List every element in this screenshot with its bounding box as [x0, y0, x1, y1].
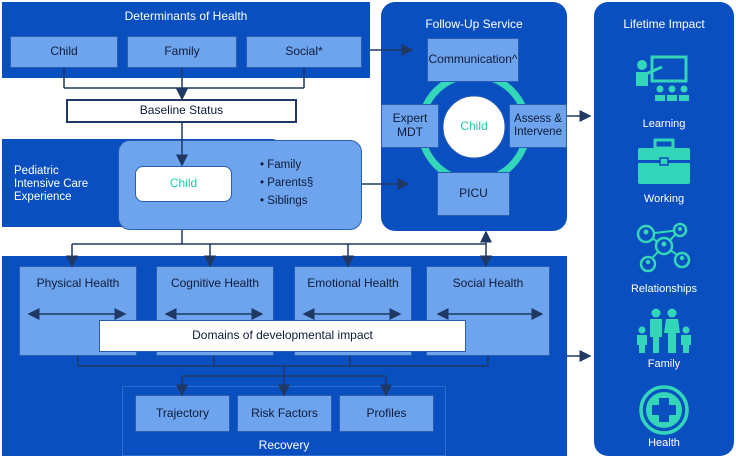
followup-communication: Communication^ — [427, 38, 519, 82]
lifetime-relationships-label: Relationships — [630, 283, 698, 295]
followup-picu: PICU — [437, 172, 510, 216]
bullet-siblings: • Siblings — [260, 195, 308, 207]
lifetime-family-label: Family — [647, 358, 681, 370]
followup-expert-mdt: Expert MDT — [381, 104, 439, 148]
recovery-trajectory: Trajectory — [135, 395, 230, 432]
picu-experience-title: Pediatric Intensive Care Experience — [14, 165, 89, 204]
recovery-risk-factors: Risk Factors — [237, 395, 332, 432]
determinant-social: Social* — [246, 36, 362, 68]
determinants-title: Determinants of Health — [124, 9, 248, 23]
determinant-family: Family — [127, 36, 237, 68]
lifetime-title: Lifetime Impact — [623, 17, 705, 31]
network-icon — [636, 222, 691, 273]
recovery-title: Recovery — [258, 438, 310, 452]
bullet-family: • Family — [260, 159, 302, 171]
lifetime-health-label: Health — [648, 437, 680, 449]
followup-title: Follow-Up Service — [425, 17, 523, 31]
health-cross-icon — [639, 385, 689, 435]
lifetime-working-label: Working — [643, 193, 685, 205]
family-icon — [637, 308, 691, 353]
followup-assess-intervene: Assess & Intervene — [509, 104, 567, 148]
domains-label-box: Domains of developmental impact — [99, 320, 466, 352]
bullet-parents: • Parents§ — [260, 177, 314, 189]
picu-child-box: Child — [135, 166, 232, 202]
briefcase-icon — [638, 138, 690, 184]
picu-bullet-list: • Family • Parents§ • Siblings — [260, 159, 313, 213]
teacher-icon — [636, 55, 689, 101]
baseline-status-box: Baseline Status — [66, 99, 297, 123]
lifetime-learning-label: Learning — [642, 118, 686, 130]
followup-child-label: Child — [460, 119, 488, 134]
lifetime-panel — [594, 2, 734, 456]
determinant-child: Child — [10, 36, 118, 68]
recovery-profiles: Profiles — [339, 395, 434, 432]
